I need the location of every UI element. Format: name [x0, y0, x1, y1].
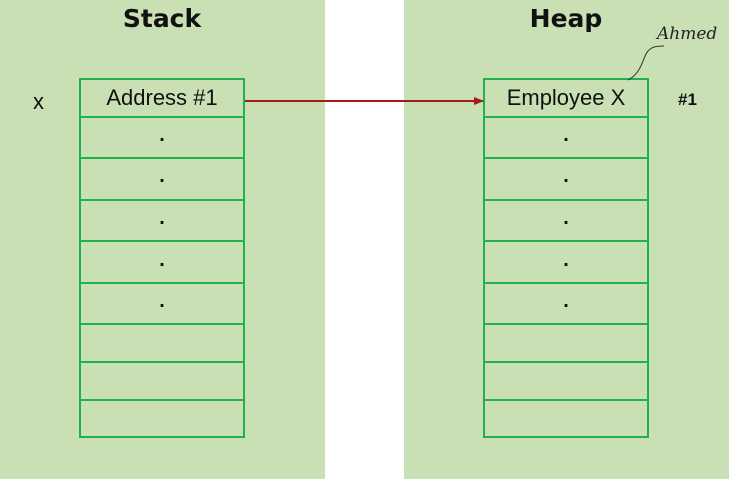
- heap-cell: .: [485, 242, 647, 284]
- stack-cell-address: Address #1: [81, 80, 243, 118]
- stack-cell: .: [81, 201, 243, 243]
- stack-column: Address #1 . . . . .: [79, 78, 245, 438]
- stack-cell: [81, 325, 243, 363]
- heap-column: Employee X . . . . .: [483, 78, 649, 438]
- stack-cell: .: [81, 242, 243, 284]
- heap-cell: [485, 325, 647, 363]
- heap-cell: [485, 363, 647, 401]
- stack-cell: [81, 363, 243, 401]
- heap-cell: .: [485, 284, 647, 326]
- stack-cell: .: [81, 159, 243, 201]
- heap-title: Heap: [529, 4, 603, 33]
- stack-cell: .: [81, 284, 243, 326]
- heap-cell: .: [485, 159, 647, 201]
- stack-title: Stack: [122, 4, 202, 33]
- annotation-leader-line: [627, 45, 665, 81]
- handwritten-annotation: Ahmed: [657, 24, 718, 44]
- heap-cell: .: [485, 201, 647, 243]
- heap-address-label: #1: [678, 90, 697, 109]
- stack-cell: .: [81, 118, 243, 160]
- heap-cell-object: Employee X: [485, 80, 647, 118]
- heap-cell: .: [485, 118, 647, 160]
- variable-label: x: [33, 89, 44, 114]
